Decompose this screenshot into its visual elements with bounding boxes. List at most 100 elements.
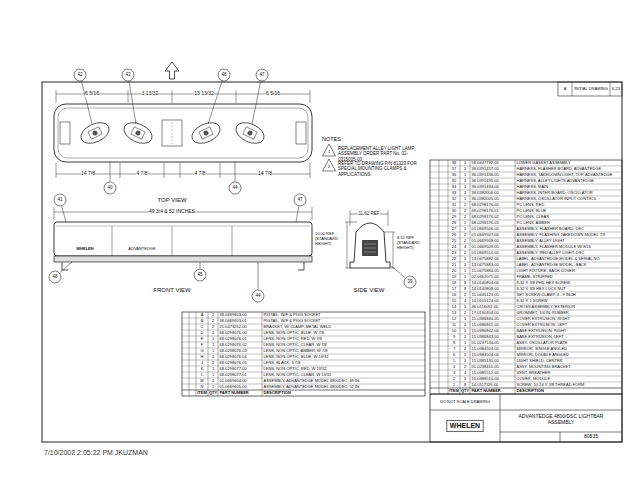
table-cell: 38-0469603-01 xyxy=(220,319,247,323)
table-cell: 36-0382006-00 xyxy=(472,191,499,195)
table-cell: 9 xyxy=(453,335,455,339)
table-cell: 1 xyxy=(464,185,466,189)
callout-number: 45 xyxy=(197,273,202,278)
table-cell: 36-0382005-00 xyxy=(472,197,499,201)
table-header-cell: DESCRIPTION xyxy=(264,391,291,395)
table-cell: 2 xyxy=(212,325,214,329)
table-cell: PIGTAIL, W/F & PIGG SOCKET xyxy=(264,313,321,317)
title-block-text: DO NOT SCALE DRAWING xyxy=(440,400,490,404)
revision-divider xyxy=(610,82,611,96)
table-cell: 15-0445123-00 xyxy=(472,293,499,297)
table-cell: 28 xyxy=(452,221,456,225)
title-block-divider xyxy=(430,410,622,411)
dimension-label: 13 13/32 xyxy=(194,91,213,96)
table-cell: 8 xyxy=(464,287,466,291)
table-cell: 2 xyxy=(464,221,466,225)
table-cell: 15 xyxy=(452,299,456,303)
table-cell: 01-0669507-00 xyxy=(472,233,499,237)
table-cell: 68-0298176-00 xyxy=(472,203,499,207)
table-cell: COVER EXTRUSION, RIGHT xyxy=(517,317,570,321)
table-cell: G xyxy=(200,349,203,353)
table-cell: F xyxy=(201,343,203,347)
dimension-tick xyxy=(350,210,388,226)
table-cell: L xyxy=(201,373,203,377)
table-cell: B xyxy=(201,319,204,323)
lens-edge xyxy=(56,226,310,227)
speaker-grille xyxy=(364,244,376,252)
callouts xyxy=(49,69,416,302)
reflector xyxy=(121,119,156,148)
table-cell: 18 xyxy=(452,281,456,285)
table-cell: 01-0669605-00 xyxy=(220,385,247,389)
table-cell: 68-0298076-04 xyxy=(220,355,247,359)
table-cell: 7 xyxy=(453,347,455,351)
revision-text: INITIAL DRAWING xyxy=(574,87,608,91)
reflector xyxy=(233,119,268,148)
table-cell: PC LENS, BLUE xyxy=(517,209,547,213)
table-cell: 1 xyxy=(453,383,455,387)
table-cell: 1 xyxy=(464,323,466,327)
table-cell: E xyxy=(201,337,204,341)
dimension-label: 4 7/8 xyxy=(136,171,147,176)
table-cell: 1 xyxy=(464,359,466,363)
table-cell: 13 xyxy=(452,311,456,315)
table-column-line xyxy=(196,312,197,396)
callout-number: 39 xyxy=(407,280,412,285)
dimension-label: 6 5/16 xyxy=(85,91,99,96)
dimension-label: 10.00 REF (STANDARD HEIGHT) xyxy=(315,232,345,246)
table-cell: 2 xyxy=(464,203,466,207)
table-cell: 27 xyxy=(452,227,456,231)
leader-line xyxy=(208,81,222,124)
table-cell: LIGHT FIXTURE, BACK COVER xyxy=(517,269,575,273)
table-cell: 15-0385130-00 xyxy=(472,359,499,363)
table-cell: HARNESS, MAIN xyxy=(517,185,549,189)
table-cell: 26 xyxy=(452,233,456,237)
note-number: 1 xyxy=(328,150,330,154)
table-cell: J xyxy=(201,361,203,365)
table-cell: 1 xyxy=(212,373,214,377)
table-cell: 14-0140808-00 xyxy=(472,287,499,291)
layout-layer xyxy=(49,69,622,432)
view-title: SIDE VIEW xyxy=(353,287,384,293)
table-cell: 14-0117126-00 xyxy=(472,383,499,387)
table-cell: ASSY. MOUNTING BRACKET xyxy=(517,365,571,369)
table-cell: 14-0105124-00 xyxy=(472,299,499,303)
top-view-inner-outline xyxy=(58,108,308,158)
lens-divider xyxy=(112,226,232,256)
table-cell: 2 xyxy=(464,215,466,219)
callout-balloon xyxy=(294,194,306,206)
table-cell: 15-0386841-00 xyxy=(472,323,499,327)
table-cell: FRAME, STRIPPED xyxy=(517,275,553,279)
revision-text: A xyxy=(564,87,567,91)
table-cell: ASSEMBLY, FLASHER BOARD, DSC xyxy=(517,227,584,231)
table-cell: 68-0298077-01 xyxy=(220,373,247,377)
leader-line xyxy=(296,206,299,222)
callout-number: 44 xyxy=(255,294,260,299)
alley-light xyxy=(60,122,70,144)
front-view-lens xyxy=(54,222,312,256)
table-cell: 1 xyxy=(464,317,466,321)
table-cell: GROMMET, 1/4 IN. RUBBER xyxy=(517,311,569,315)
notes-heading: NOTES: xyxy=(322,137,342,143)
table-cell: SET SCREW CLAMP, 4 - 9 INCH xyxy=(517,293,576,297)
table-cell: 33 xyxy=(452,191,456,195)
table-cell: H xyxy=(201,355,204,359)
lamp xyxy=(92,130,99,137)
table-cell: 1 xyxy=(212,349,214,353)
table-cell: SCREW, 10-24 X 3/8 THREAD FORM xyxy=(517,383,585,387)
table-cell: ASSEMBLY, ADVANTEDGE MODEL 4800DSC, 52 I… xyxy=(264,385,361,389)
table-cell: 56-0447732-00 xyxy=(472,161,499,165)
table-cell: 1 xyxy=(464,191,466,195)
table-column-line xyxy=(439,160,440,394)
table-cell: 4 xyxy=(464,299,466,303)
table-cell: 23 xyxy=(452,251,456,255)
view-title: FRONT VIEW xyxy=(153,287,191,293)
table-cell: 1 xyxy=(464,335,466,339)
leader-line xyxy=(200,262,201,269)
table-cell: 1 xyxy=(212,355,214,359)
logo-frame xyxy=(447,420,483,431)
table-header-cell: QTY xyxy=(209,391,217,395)
dimension-label: 14 7/8 xyxy=(258,171,272,176)
table-cell: 2 xyxy=(212,319,214,323)
